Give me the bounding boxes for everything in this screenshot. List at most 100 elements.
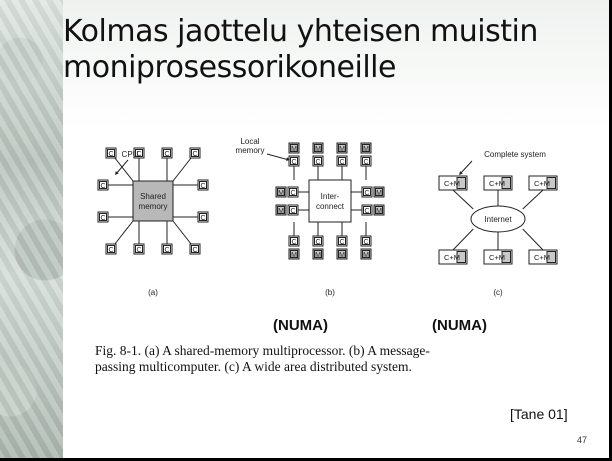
right-cpu-0-label: C [364,190,369,197]
complete-system-arrow [459,160,473,175]
top-cpu-2 [336,155,348,167]
cpu-node-10 [97,211,109,223]
cpu-node-2-inner [163,149,171,157]
left-mem-0-label: M [278,190,284,197]
internet-ellipse [470,205,526,233]
top-mem-2 [336,142,348,154]
left-cpu-0-inner [289,188,297,196]
top-cpu-3-label: C [363,159,368,166]
internet-link-0 [452,189,474,210]
cpu-node-7-inner [191,245,199,253]
left-cpu-0-label: C [290,190,295,197]
bottom-mem-2-label: M [339,252,345,259]
bottom-mem-2-inner [338,250,346,258]
system-node-mem-1 [501,177,511,189]
panel-c-sublabel: (c) [493,288,503,297]
cpu-node-7 [189,243,201,255]
cpu-node-5-inner [135,245,143,253]
top-mem-3 [360,142,372,154]
right-mem-1 [373,204,385,216]
top-cpu-3-inner [362,157,370,165]
bottom-mem-1-label: M [315,252,321,259]
left-cpu-1-label: C [290,208,295,215]
cpu-node-9-inner [199,181,207,189]
cpu-node-8-inner [99,181,107,189]
top-mem-2-inner [338,144,346,152]
frame-bottom [0,458,612,461]
top-cpu-2-inner [338,157,346,165]
cpu-node-4-label: C [108,247,113,254]
cpu-node-11-inner [199,213,207,221]
top-cpu-1 [312,155,324,167]
bottom-mem-0-inner [290,250,298,258]
system-node-mem-0 [456,177,466,189]
top-mem-1 [312,142,324,154]
cpu-node-0-label: C [108,151,113,158]
bottom-cpu-0 [288,235,300,247]
top-mem-0 [288,142,300,154]
bottom-cpu-3 [360,235,372,247]
bottom-cpu-2-inner [338,237,346,245]
cpu-node-3-label: C [192,151,197,158]
right-mem-0-label: M [376,190,382,197]
cpu-node-0 [105,147,117,159]
caption-line-1: Fig. 8-1. (a) A shared-memory multiproce… [95,343,430,358]
cpu-node-4 [105,243,117,255]
system-node-label-4: C+M [489,253,505,262]
bottom-cpu-3-inner [362,237,370,245]
shared-memory-box [132,180,174,222]
top-mem-0-label: M [291,146,297,153]
caption-line-2: passing multicomputer. (c) A wide area d… [95,359,412,374]
system-node-mem-2 [546,177,556,189]
system-node-mem-4 [501,251,511,263]
bottom-mem-0 [288,248,300,260]
title-line-1: Kolmas jaottelu yhteisen muistin [63,14,538,49]
left-cpu-1 [287,204,299,216]
system-node-label-3: C+M [444,253,460,262]
bottom-cpu-2-label: C [339,239,344,246]
decorative-gear-strip [0,0,63,461]
bottom-cpu-1-label: C [315,239,320,246]
cpu-node-1 [133,147,145,159]
cpu-node-10-inner [99,213,107,221]
numa-label-c: (NUMA) [432,317,487,334]
top-cpu-0-label: C [291,159,296,166]
cpu-node-9 [197,179,209,191]
bottom-cpu-0-label: C [291,239,296,246]
slide-title: Kolmas jaottelu yhteisen muistin monipro… [63,14,583,86]
cpu-node-10-label: C [100,215,105,222]
bottom-cpu-0-inner [290,237,298,245]
right-cpu-0-inner [363,188,371,196]
cpu-callout-arrow [115,159,129,175]
internet-label: Internet [484,215,512,224]
bottom-cpu-2 [336,235,348,247]
right-mem-1-inner [375,206,383,214]
internet-link-5 [522,228,544,251]
cpu-node-6 [161,243,173,255]
left-mem-1 [275,204,287,216]
cpu-node-3 [189,147,201,159]
title-band [63,0,612,130]
top-mem-1-inner [314,144,322,152]
cpu-node-0-inner [107,149,115,157]
bottom-mem-0-label: M [291,252,297,259]
top-mem-3-inner [362,144,370,152]
local-memory-callout-2: memory [236,146,265,155]
cpu-node-8-label: C [100,183,105,190]
internet-link-3 [452,228,474,251]
left-mem-0-inner [277,188,285,196]
panel-b-sublabel: (b) [325,288,335,297]
system-node-label-1: C+M [489,179,505,188]
cpu-node-8 [97,179,109,191]
citation: [Tane 01] [510,406,568,422]
left-mem-1-inner [277,206,285,214]
top-cpu-3 [360,155,372,167]
left-cpu-1-inner [289,206,297,214]
top-cpu-0 [288,155,300,167]
bottom-mem-3-label: M [363,252,369,259]
top-cpu-2-label: C [339,159,344,166]
